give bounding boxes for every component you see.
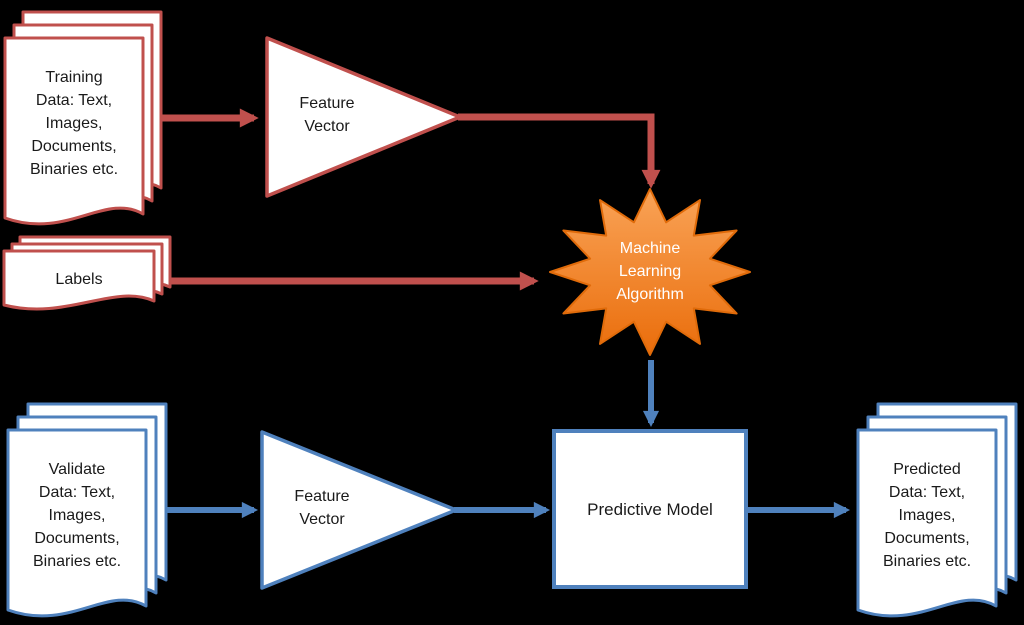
red-arrows <box>150 108 661 291</box>
feature-vector-top-shape <box>265 36 462 198</box>
training-data-label: Training Data: Text, Images, Documents, … <box>29 69 119 178</box>
validate-data-label: Validate Data: Text, Images, Documents, … <box>32 461 122 570</box>
feature-vector-bottom-label: Feature Vector <box>294 488 350 528</box>
feature-vector-bottom-shape <box>260 430 458 590</box>
arrow-feature-vector-to-ml-algorithm <box>458 113 661 189</box>
labels-label: Labels <box>55 271 103 288</box>
ml-algorithm-starburst <box>549 188 751 356</box>
feature-vector-top-label: Feature Vector <box>299 95 355 135</box>
blue-arrows <box>160 360 851 519</box>
predictive-model-label: Predictive Model <box>587 500 713 519</box>
ml-algorithm-label: Machine Learning Algorithm <box>616 240 684 303</box>
predicted-data-label: Predicted Data: Text, Images, Documents,… <box>882 461 972 570</box>
predictive-model-shape <box>552 429 748 589</box>
